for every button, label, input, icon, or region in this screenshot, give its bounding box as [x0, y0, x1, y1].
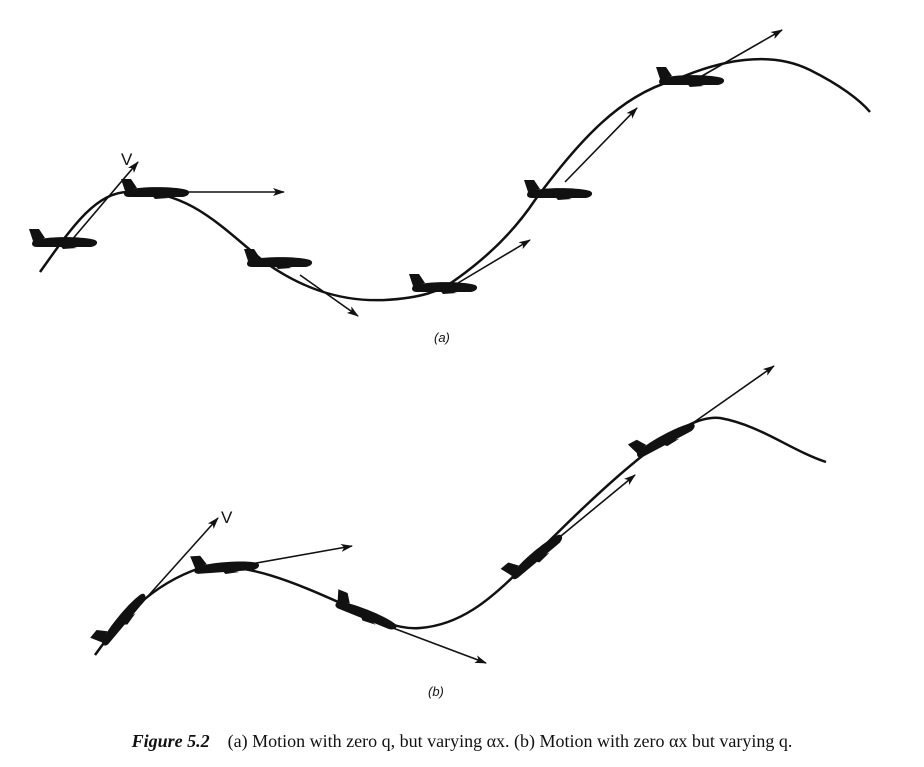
panel-b: V (b)	[90, 365, 827, 699]
aircraft-a5	[524, 180, 593, 200]
flight-path-b	[93, 416, 827, 656]
panel-label-a: (a)	[434, 330, 450, 345]
aircraft-a3	[244, 249, 313, 269]
panel-a: V (a)	[29, 29, 871, 345]
velocity-vector-b1	[139, 517, 219, 606]
flight-path-a	[38, 57, 871, 302]
aircraft-b1	[90, 585, 150, 651]
aircraft-b2	[190, 551, 260, 577]
velocity-vector-a5	[564, 107, 638, 183]
velocity-vector-b2	[244, 543, 353, 566]
velocity-vector-a4	[457, 239, 531, 284]
vector-label-a: V	[121, 150, 133, 169]
caption-text: (a) Motion with zero q, but varying αx. …	[227, 731, 793, 751]
panel-label-b: (b)	[428, 684, 444, 699]
vector-label-b: V	[221, 508, 233, 527]
caption-figure-label: Figure 5.2	[131, 731, 210, 751]
velocity-vector-b4	[549, 474, 636, 546]
velocity-vector-a3	[299, 274, 359, 317]
aircraft-b3	[330, 589, 402, 634]
aircraft-a1	[29, 229, 98, 249]
velocity-vector-a1	[64, 161, 139, 249]
figure-caption: Figure 5.2 (a) Motion with zero q, but va…	[0, 731, 924, 752]
velocity-vector-b3	[384, 624, 487, 664]
aircraft-a2	[121, 179, 190, 199]
velocity-vector-a6	[694, 29, 783, 81]
velocity-vector-b5	[689, 365, 775, 426]
aircraft-b5	[627, 412, 698, 463]
